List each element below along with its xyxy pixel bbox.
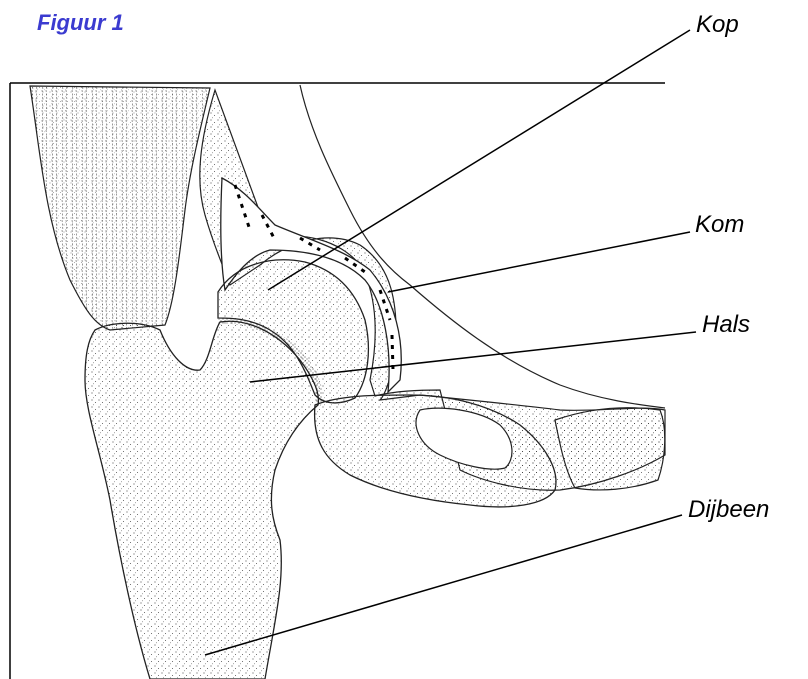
leader-line-kop	[268, 30, 690, 290]
pubis-bone	[555, 408, 665, 490]
leader-line-kom	[388, 232, 690, 292]
tendon-muscle	[30, 86, 210, 330]
femur-bone	[85, 321, 319, 679]
